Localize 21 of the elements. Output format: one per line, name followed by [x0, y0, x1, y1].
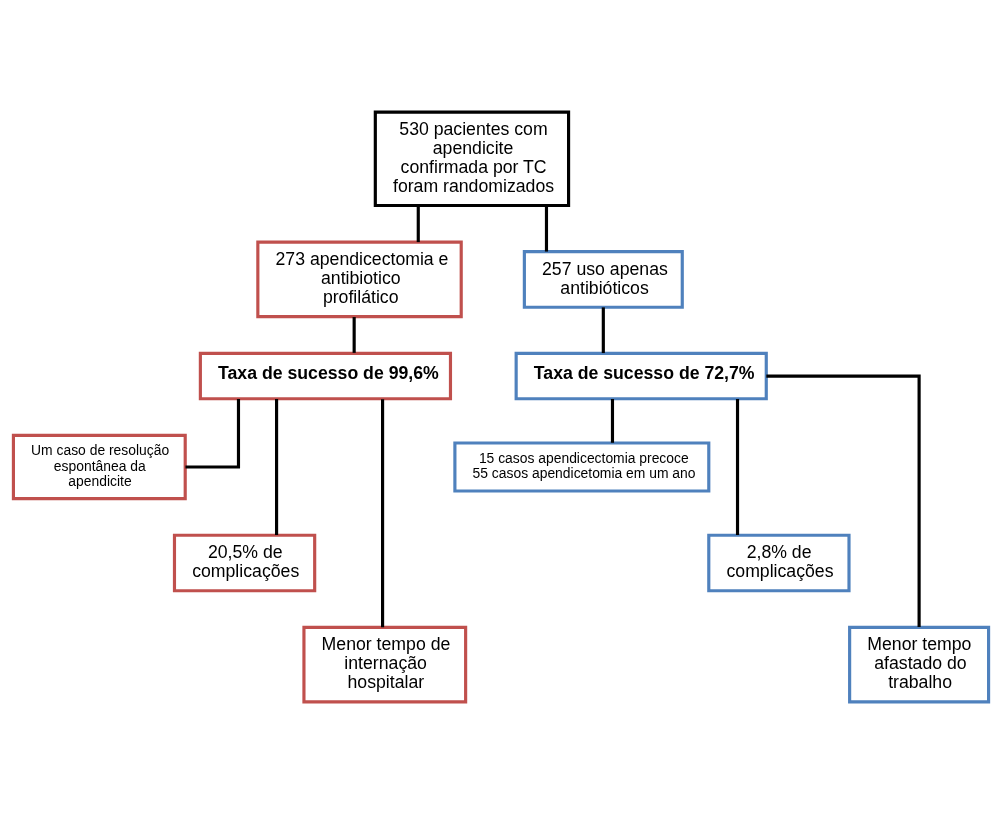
node-box: Um caso de resolução espontânea da apendicite	[11, 433, 187, 501]
node-box: 20,5% de complicações	[172, 533, 317, 593]
connector	[275, 399, 279, 535]
connector	[601, 307, 605, 354]
connector	[416, 205, 420, 243]
connector	[766, 374, 921, 627]
connector	[735, 399, 740, 535]
node-box: 257 uso apenas antibióticos	[522, 250, 684, 309]
node-box: Taxa de sucesso de 99,6%	[198, 351, 453, 401]
node-box: 15 casos apendicectomia precoce 55 casos apendicetomia em um ano	[453, 441, 711, 493]
connector	[610, 399, 615, 443]
connector	[185, 399, 241, 469]
node-box: Taxa de sucesso de 72,7%	[514, 351, 768, 401]
connector	[381, 399, 385, 628]
node-box: Menor tempo afastado do trabalho	[848, 625, 991, 704]
node-box: 530 pacientes com apendicite confirmada por TC foram randomizados	[373, 110, 571, 208]
node-box: 2,8% de complicações	[707, 533, 851, 593]
connector	[544, 205, 549, 252]
node-box: 273 apendicectomia e antibiotico profilático	[256, 240, 463, 319]
connector	[352, 317, 356, 353]
node-box: Menor tempo de internação hospitalar	[302, 625, 468, 704]
